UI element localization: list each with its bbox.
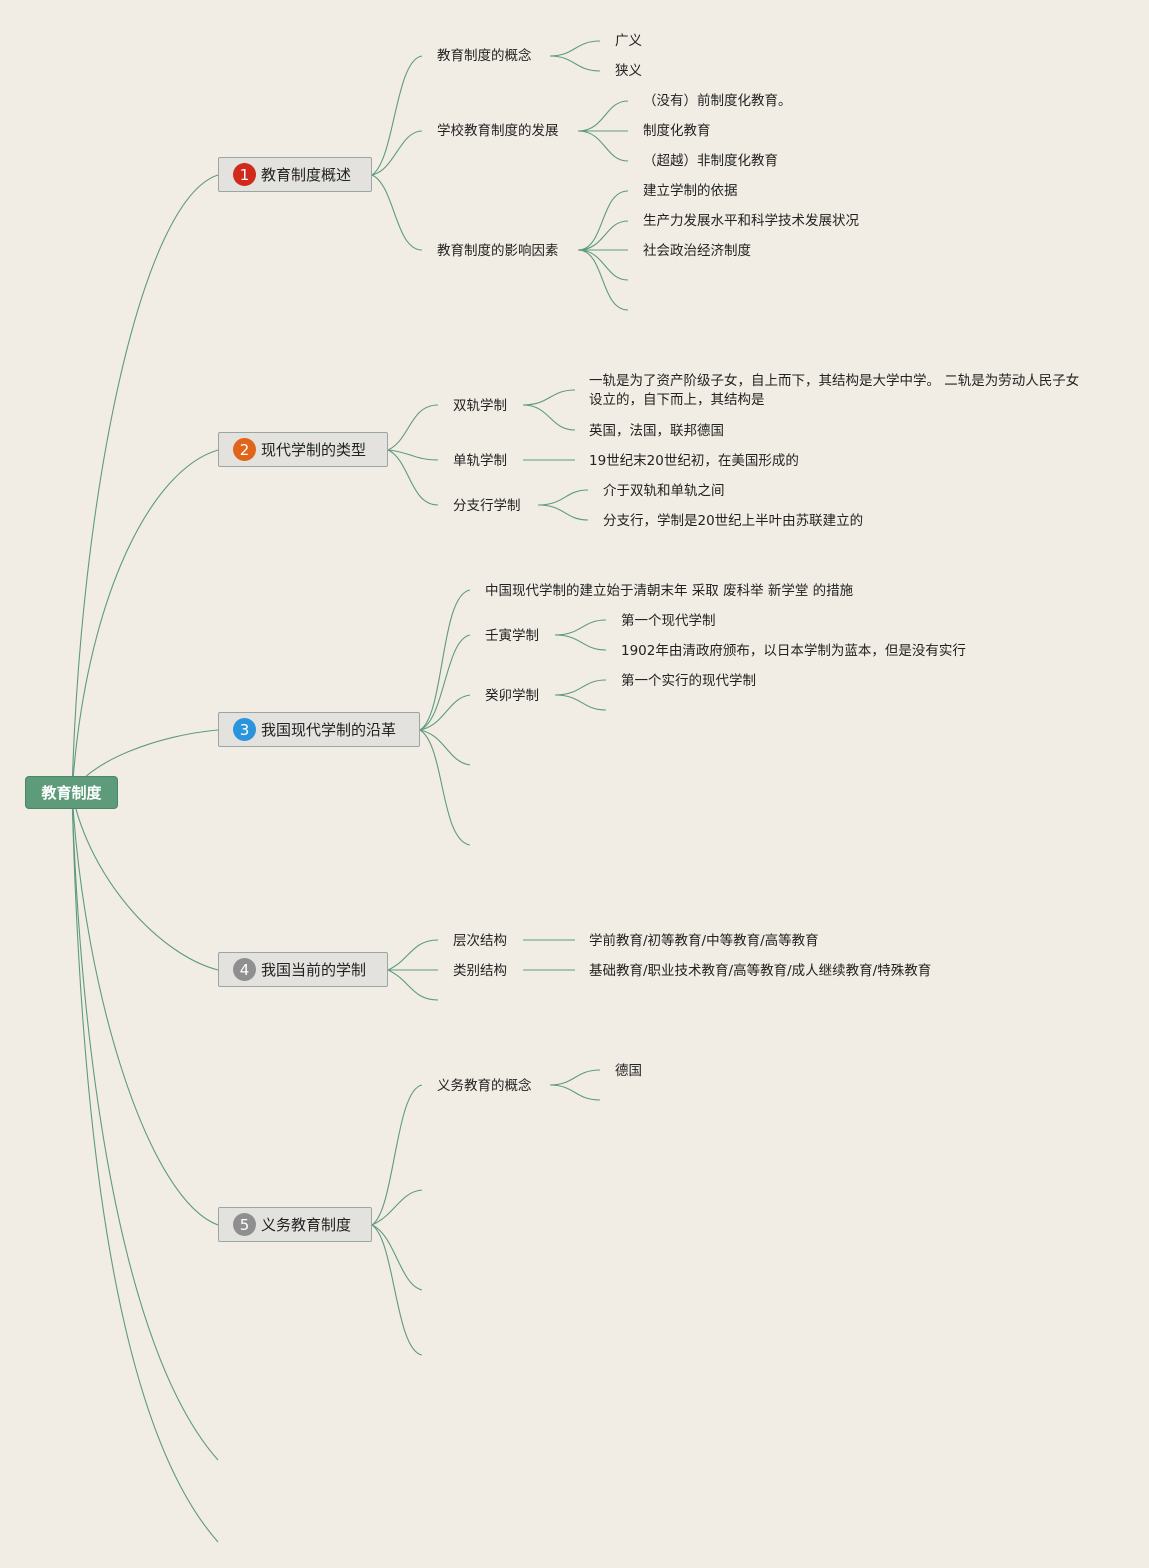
subtopic-node[interactable]: 第一个实行的现代学制 [621,673,756,689]
subtopic-node[interactable]: 生产力发展水平和科学技术发展状况 [643,213,859,229]
topic-node[interactable]: 癸卯学制 [485,688,539,704]
topic-node[interactable]: 类别结构 [453,963,507,979]
subtopic-node[interactable]: 基础教育/职业技术教育/高等教育/成人继续教育/特殊教育 [589,963,932,979]
number-badge-icon: 5 [233,1213,256,1236]
topic-node[interactable]: 分支行学制 [453,498,521,514]
subtopic-node[interactable]: 介于双轨和单轨之间 [603,483,725,499]
link-c2-g1 [577,100,629,132]
branch-node-3[interactable]: 3 我国现代学制的沿革 [218,712,420,747]
subtopic-node[interactable]: 19世纪末20世纪初，在美国形成的 [589,453,799,469]
link-c8-g2 [554,634,607,651]
link-c1-g2 [549,55,601,72]
link-c9-g1 [554,679,607,696]
branch-label: 我国现代学制的沿革 [261,721,397,739]
link-c8-g1 [554,619,607,636]
subtopic-node[interactable]: 德国 [615,1063,642,1079]
link-b5-c4 [371,1224,423,1356]
link-root-b5 [71,792,219,1226]
branch-label: 教育制度概述 [261,166,352,184]
link-c1-g1 [549,40,601,57]
topic-node[interactable]: 义务教育的概念 [437,1078,532,1094]
link-c9-g2 [554,694,607,711]
link-root-b4 [71,792,219,971]
link-b1-c1 [371,55,423,176]
link-c2-g3 [577,130,629,162]
link-b1-c2 [371,130,423,176]
link-root-empty2 [71,792,219,1543]
topic-node[interactable]: 双轨学制 [453,398,507,414]
link-root-b2 [71,449,219,794]
topic-node[interactable]: 层次结构 [453,933,507,949]
number-badge-icon: 3 [233,718,256,741]
subtopic-node[interactable]: 第一个现代学制 [621,613,716,629]
link-b5-c1 [371,1084,423,1226]
branch-label: 我国当前的学制 [261,961,367,979]
link-c3-g2 [577,220,629,251]
link-c3-g4 [577,249,629,281]
subtopic-node[interactable]: （超越）非制度化教育 [643,153,778,169]
subtopic-node[interactable]: 一轨是为了资产阶级子女，自上而下，其结构是大学中学。 二轨是为劳动人民子女设立的… [589,373,1080,408]
link-c4-g1 [522,389,576,406]
link-b2-c3 [387,449,439,506]
link-c12-g1 [549,1069,601,1086]
subtopic-node[interactable]: 建立学制的依据 [643,183,738,199]
link-b5-c2 [371,1189,423,1226]
link-b3-c2 [419,634,471,731]
topic-node[interactable]: 学校教育制度的发展 [437,123,559,139]
link-c3-g5 [577,249,629,311]
link-b3-c4 [419,729,471,766]
topic-node[interactable]: 教育制度的概念 [437,48,532,64]
link-root-b1 [71,174,219,794]
subtopic-node[interactable]: 制度化教育 [643,123,711,139]
topic-node[interactable]: 单轨学制 [453,453,507,469]
link-c6-g2 [537,504,589,521]
number-badge-icon: 2 [233,438,256,461]
link-b4-c1 [387,939,439,971]
subtopic-node[interactable]: 学前教育/初等教育/中等教育/高等教育 [589,933,819,949]
topic-node[interactable]: 教育制度的影响因素 [437,243,559,259]
branch-node-4[interactable]: 4 我国当前的学制 [218,952,388,987]
link-b3-c5 [419,729,471,846]
number-badge-icon: 4 [233,958,256,981]
link-c3-g1 [577,190,629,251]
link-b3-c3 [419,694,471,731]
subtopic-node[interactable]: 广义 [615,33,642,49]
link-b2-c2 [387,449,439,461]
subtopic-node[interactable]: 狭义 [615,63,642,79]
subtopic-node[interactable]: （没有）前制度化教育。 [643,93,792,109]
root-node[interactable]: 教育制度 [25,776,118,809]
subtopic-node[interactable]: 社会政治经济制度 [643,243,751,259]
link-b5-c3 [371,1224,423,1291]
link-root-empty1 [71,792,219,1461]
branch-node-1[interactable]: 1 教育制度概述 [218,157,372,192]
link-c12-g2 [549,1084,601,1101]
link-b2-c1 [387,404,439,451]
branch-node-2[interactable]: 2 现代学制的类型 [218,432,388,467]
link-b1-c3 [371,174,423,251]
branch-label: 义务教育制度 [261,1216,352,1234]
branch-node-5[interactable]: 5 义务教育制度 [218,1207,372,1242]
link-b3-c1 [419,589,471,731]
link-c6-g1 [537,489,589,506]
subtopic-node[interactable]: 分支行，学制是20世纪上半叶由苏联建立的 [603,513,864,529]
branch-label: 现代学制的类型 [261,441,367,459]
subtopic-node[interactable]: 英国，法国，联邦德国 [589,423,724,439]
topic-node[interactable]: 中国现代学制的建立始于清朝末年 采取 废科举 新学堂 的措施 [485,583,854,599]
link-b4-c3 [387,969,439,1001]
number-badge-icon: 1 [233,163,256,186]
topic-node[interactable]: 壬寅学制 [485,628,539,644]
link-c4-g2 [522,404,576,431]
subtopic-node[interactable]: 1902年由清政府颁布，以日本学制为蓝本，但是没有实行 [621,643,966,659]
